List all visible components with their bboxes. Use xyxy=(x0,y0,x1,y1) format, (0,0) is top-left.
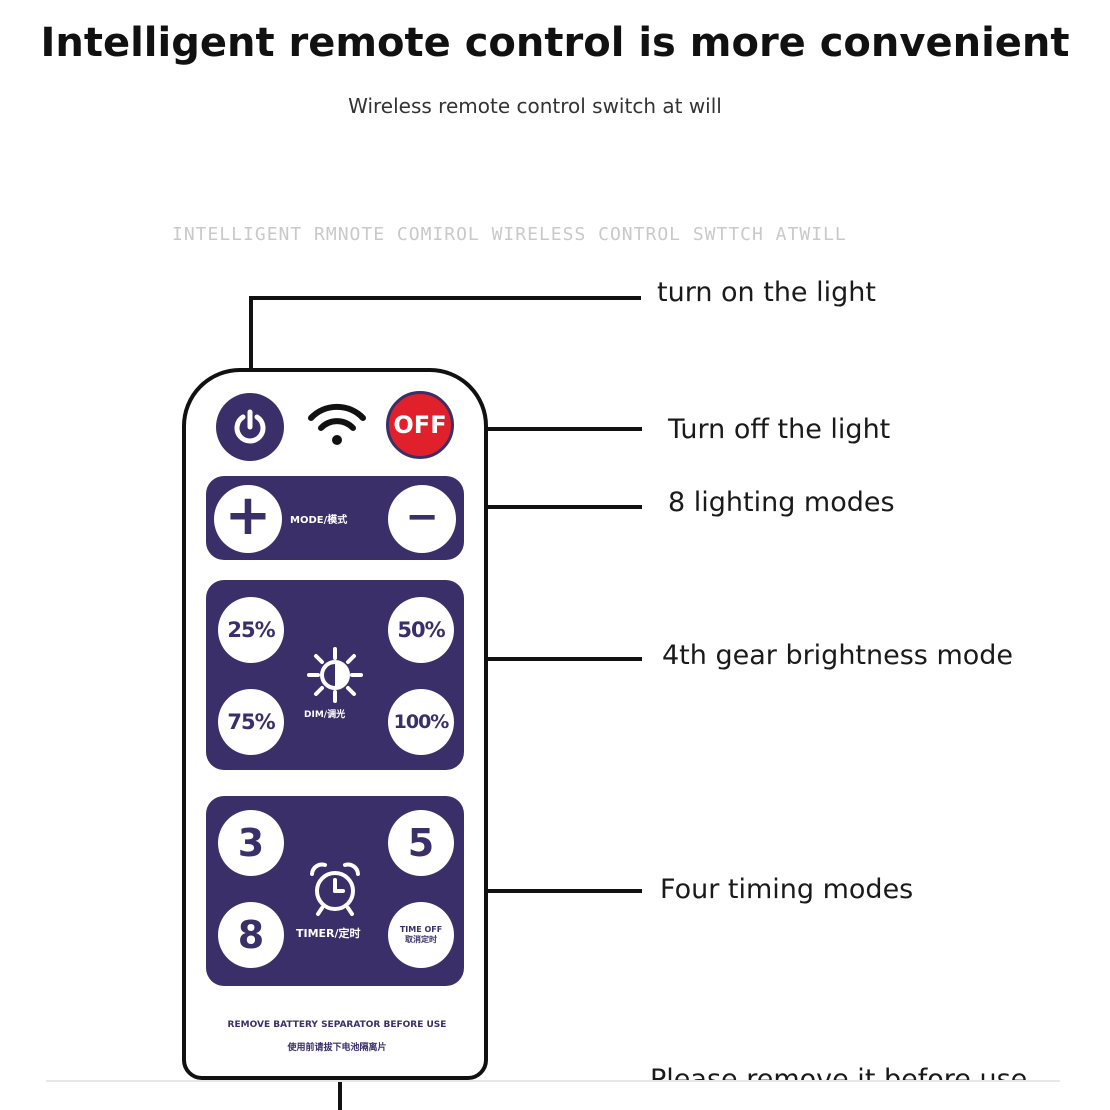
bottom-divider xyxy=(46,1080,1060,1082)
alarm-clock-icon xyxy=(310,862,360,916)
timer-8-button[interactable]: 8 xyxy=(218,902,284,968)
brightness-50-button[interactable]: 50% xyxy=(388,597,454,663)
callout-turn-on: turn on the light xyxy=(657,277,876,308)
page-subtitle: Wireless remote control switch at will xyxy=(348,94,722,118)
mode-label: MODE/模式 xyxy=(290,515,348,526)
timer-5-label: 5 xyxy=(407,821,435,865)
brightness-100-button[interactable]: 100% xyxy=(388,689,454,755)
callout-line-remove xyxy=(338,1076,342,1110)
timer-5-button[interactable]: 5 xyxy=(388,810,454,876)
sun-icon xyxy=(307,647,363,703)
off-button-label: OFF xyxy=(393,411,447,439)
timer-label: TIMER/定时 xyxy=(296,927,361,940)
brightness-25-label: 25% xyxy=(227,618,275,642)
callout-modes: 8 lighting modes xyxy=(668,487,895,518)
callout-line-on-vertical xyxy=(249,296,253,372)
callout-line-off xyxy=(452,427,642,431)
callout-line-timing xyxy=(456,889,642,893)
callout-timing: Four timing modes xyxy=(660,874,914,905)
brightness-75-label: 75% xyxy=(227,710,275,734)
page-title: Intelligent remote control is more conve… xyxy=(40,20,1070,66)
plus-label: + xyxy=(224,483,272,548)
wifi-icon xyxy=(308,403,366,445)
power-button[interactable] xyxy=(216,393,284,461)
mode-plus-button[interactable]: + xyxy=(214,485,282,553)
callout-remove: Please remove it before use xyxy=(650,1064,1028,1080)
timer-off-label-en: TIME OFF xyxy=(399,925,443,935)
timer-3-button[interactable]: 3 xyxy=(218,810,284,876)
callout-turn-off: Turn off the light xyxy=(668,414,891,445)
timer-off-label-cn: 取消定时 xyxy=(405,935,437,944)
brightness-25-button[interactable]: 25% xyxy=(218,597,284,663)
timer-3-label: 3 xyxy=(237,821,265,865)
off-button[interactable]: OFF xyxy=(386,391,454,459)
timer-off-button[interactable]: TIME OFF 取消定时 xyxy=(388,902,454,968)
brightness-50-label: 50% xyxy=(397,618,445,642)
callout-line-modes xyxy=(458,505,642,509)
timer-8-label: 8 xyxy=(237,913,265,957)
ghost-banner-text: INTELLIGENT RMNOTE COMIROL WIRELESS CONT… xyxy=(172,224,847,245)
power-icon xyxy=(234,409,266,444)
callout-line-brightness xyxy=(456,657,642,661)
dim-label: DIM/调光 xyxy=(304,710,346,720)
battery-notice-en: REMOVE BATTERY SEPARATOR BEFORE USE xyxy=(227,1020,447,1030)
battery-notice-cn: 使用前请拔下电池隔离片 xyxy=(287,1043,387,1053)
callout-line-on-horizontal xyxy=(249,296,641,300)
callout-brightness: 4th gear brightness mode xyxy=(662,640,1014,671)
brightness-75-button[interactable]: 75% xyxy=(218,689,284,755)
mode-minus-button[interactable]: − xyxy=(388,485,456,553)
brightness-100-label: 100% xyxy=(393,711,450,733)
minus-label: − xyxy=(405,494,439,540)
